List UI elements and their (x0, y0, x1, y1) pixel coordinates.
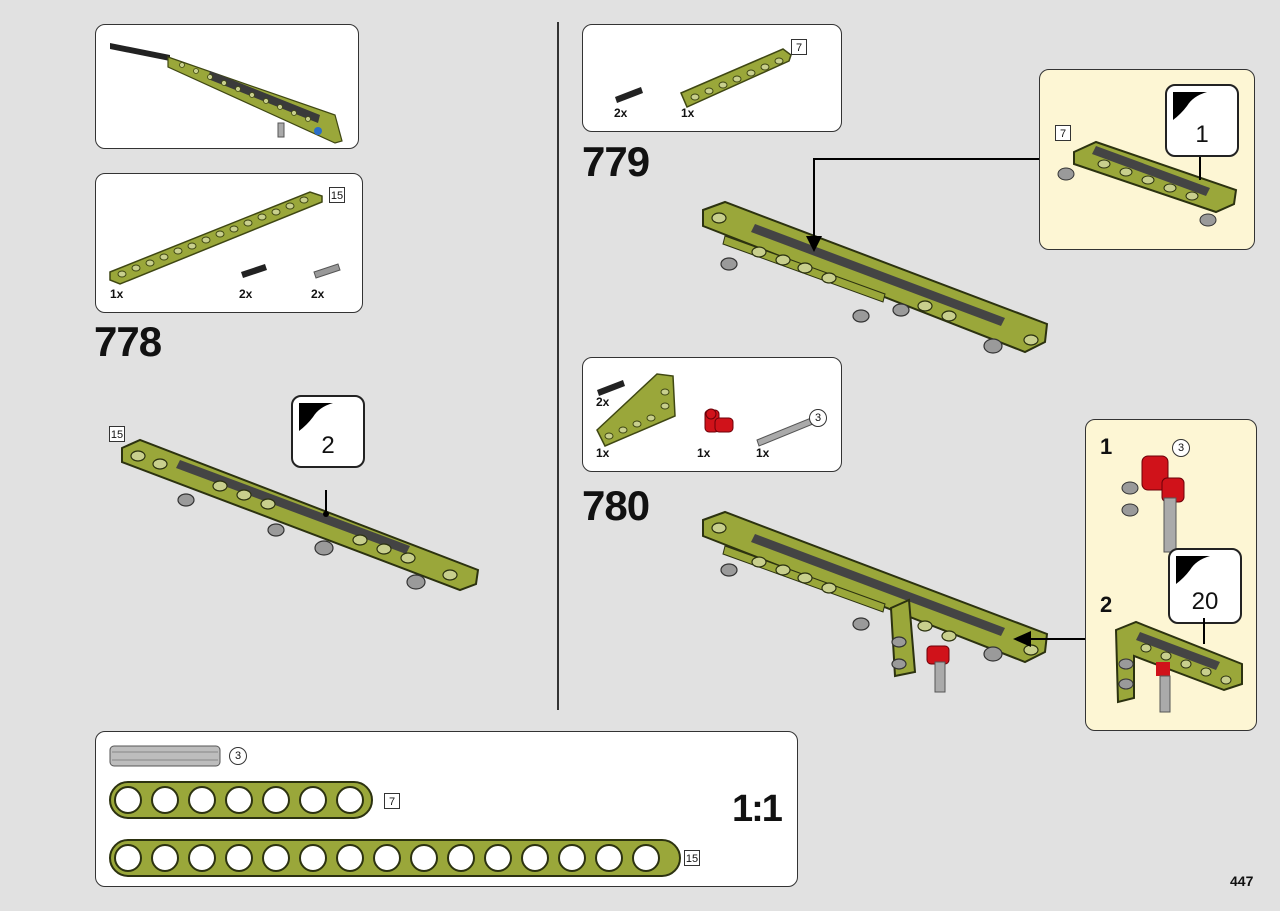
step-number-778: 778 (94, 318, 162, 365)
previous-model-image (110, 43, 343, 144)
multiplier-count: 20 (1191, 588, 1219, 615)
axle-length-badge: 3 (1172, 439, 1190, 457)
insert-arrow-779 (806, 158, 1040, 252)
column-divider (557, 22, 559, 710)
scale-parts-image (109, 745, 681, 877)
previous-model-box (95, 24, 359, 149)
beam15-length-badge: 15 (684, 850, 700, 866)
page-curl-icon (299, 403, 333, 431)
beam-length-badge: 7 (791, 39, 807, 55)
beam7-length-badge: 7 (384, 793, 400, 809)
multiplier-count: 1 (1195, 121, 1209, 148)
parts-779-image (615, 48, 792, 108)
beam-length-badge: 15 (329, 187, 345, 203)
page-curl-icon (1176, 556, 1210, 584)
axle-qty: 1x (756, 446, 770, 460)
beam-qty: 1x (681, 106, 695, 120)
pin-qty: 2x (596, 395, 610, 409)
subassembly-779-image (1057, 140, 1238, 227)
step-number-779: 779 (582, 138, 650, 185)
multiplier-callout-778: 2 (291, 395, 365, 468)
page-curl-icon (1173, 92, 1207, 120)
black-pin-qty: 2x (239, 287, 253, 301)
page-number: 447 (1230, 873, 1254, 889)
scale-label: 1:1 (732, 788, 783, 830)
beam-length-badge: 7 (1055, 125, 1071, 141)
subassembly-box-779: 7 1 (1039, 69, 1255, 250)
axle-length-badge: 3 (229, 747, 247, 765)
axle-length-badge: 3 (809, 409, 827, 427)
substep-1: 1 (1100, 434, 1113, 459)
multiplier-callout-780: 20 (1168, 548, 1242, 624)
lbeam-qty: 1x (596, 446, 610, 460)
pin-qty: 2x (614, 106, 628, 120)
step-778-assembly (121, 438, 480, 592)
beam-15-part (109, 191, 341, 285)
connector-qty: 1x (697, 446, 711, 460)
parts-box-780: 3 2x 1x 1x 1x (582, 357, 842, 472)
substep-2-image (1114, 618, 1243, 713)
parts-780-image (596, 373, 814, 447)
substep-2: 2 (1100, 592, 1113, 617)
parts-box-779: 7 2x 1x (582, 24, 842, 132)
step-780-assembly (702, 510, 1049, 693)
grey-pin-qty: 2x (311, 287, 325, 301)
scale-reference-box: 3 7 15 1:1 (95, 731, 798, 887)
insert-arrow-780 (1013, 631, 1090, 647)
step-number-780: 780 (582, 482, 650, 529)
multiplier-count: 2 (321, 432, 335, 459)
multiplier-callout-779: 1 (1165, 84, 1239, 157)
beam-qty: 1x (110, 287, 124, 301)
subassembly-box-780: 1 3 2 20 (1085, 419, 1257, 731)
parts-box-778: 15 1x 2x 2x (95, 173, 363, 313)
substep-1-image (1121, 455, 1185, 553)
beam-length-badge-778: 15 (109, 426, 125, 442)
